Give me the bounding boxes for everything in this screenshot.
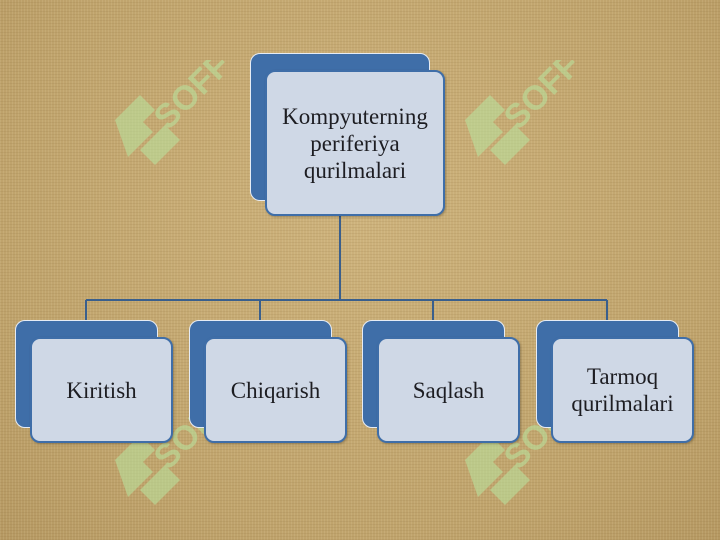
child-label-line2: qurilmalari	[571, 391, 674, 416]
child-label-line1: Tarmoq	[586, 364, 659, 389]
root-label-line2: periferiya	[310, 130, 400, 156]
child-node-kiritish: Kiritish	[30, 337, 173, 443]
root-node: Kompyuterning periferiya qurilmalari	[265, 70, 445, 216]
child-node-saqlash: Saqlash	[377, 337, 520, 443]
child-node-chiqarish: Chiqarish	[204, 337, 347, 443]
watermark-logo: SOFF	[95, 46, 238, 190]
child-label-line1: Saqlash	[412, 377, 485, 403]
root-label-line3: qurilmalari	[303, 157, 407, 183]
child-label-line1: Chiqarish	[230, 377, 321, 403]
watermark-logo: SOFF	[445, 46, 588, 190]
child-label-line1: Kiritish	[66, 377, 137, 403]
child-node-tarmoq: Tarmoq qurilmalari	[551, 337, 694, 443]
root-label-line1: Kompyuterning	[282, 103, 428, 129]
